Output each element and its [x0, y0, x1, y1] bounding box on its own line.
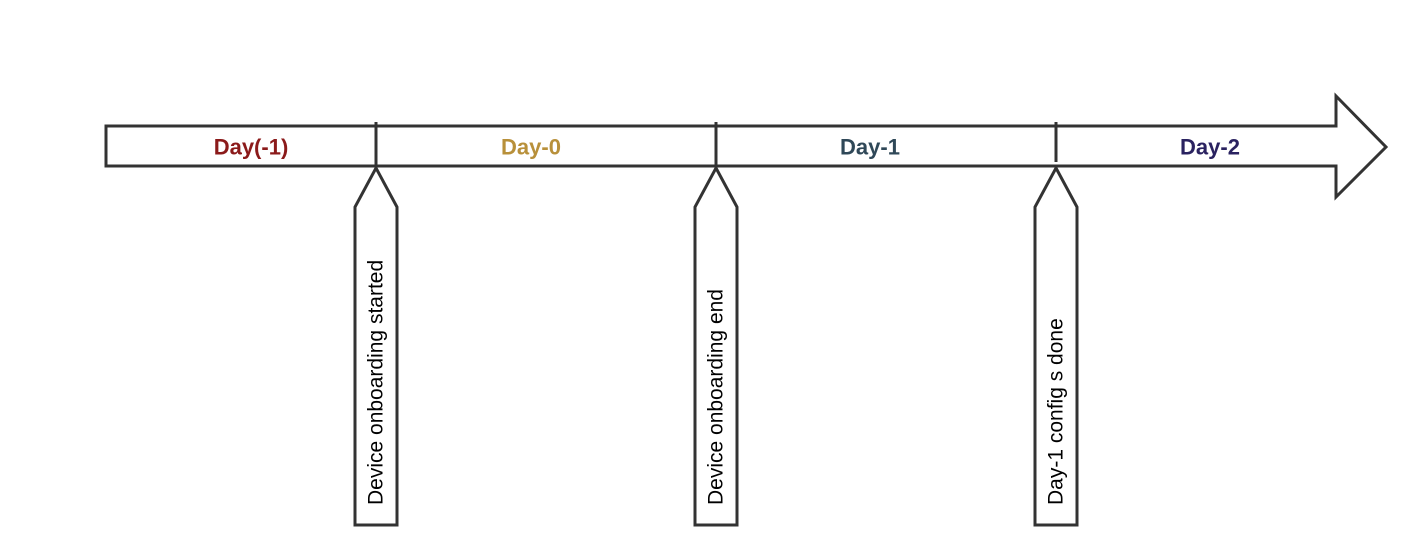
phase-label-day-2: Day-2 [1180, 135, 1240, 160]
milestone-label-onboarding-end: Device onboarding end [705, 289, 728, 505]
milestone-marker-onboarding-started [353, 164, 399, 527]
milestone-label-onboarding-started: Device onboarding started [365, 260, 388, 505]
milestone-marker-onboarding-end [693, 164, 739, 527]
phase-label-day-0: Day-0 [501, 135, 561, 160]
phase-label-day-1: Day-1 [840, 135, 900, 160]
timeline-arrow [104, 92, 1389, 201]
milestone-label-day1-config-done: Day-1 config s done [1045, 318, 1068, 505]
milestone-marker-day1-config-done [1033, 164, 1079, 527]
phase-label-day-minus-1: Day(-1) [214, 135, 289, 160]
